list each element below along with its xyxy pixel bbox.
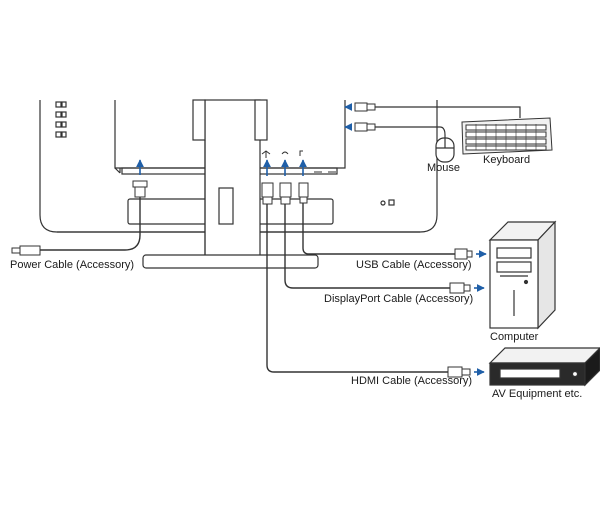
monitor-stand bbox=[142, 99, 319, 269]
mouse-label: Mouse bbox=[427, 162, 461, 174]
usb-cable-label: USB Cable (Accessory) bbox=[356, 259, 472, 271]
keyboard-label: Keyboard bbox=[483, 154, 531, 166]
hdmi-cable bbox=[261, 159, 485, 378]
keyboard-device bbox=[461, 117, 553, 155]
port-icons bbox=[261, 150, 336, 173]
mouse-device bbox=[435, 137, 455, 163]
computer-device bbox=[488, 220, 557, 330]
displayport-cable bbox=[279, 159, 485, 294]
power-cable bbox=[11, 159, 148, 256]
hdmi-cable-label: HDMI Cable (Accessory) bbox=[351, 375, 473, 387]
usb-cable bbox=[298, 159, 487, 260]
av-equipment-label: AV Equipment etc. bbox=[492, 388, 583, 400]
displayport-cable-label: DisplayPort Cable (Accessory) bbox=[324, 293, 474, 305]
usb-peripheral-cables bbox=[344, 102, 521, 140]
power-cable-label: Power Cable (Accessory) bbox=[10, 259, 135, 271]
av-equipment-device bbox=[488, 347, 600, 387]
computer-label: Computer bbox=[490, 331, 539, 343]
